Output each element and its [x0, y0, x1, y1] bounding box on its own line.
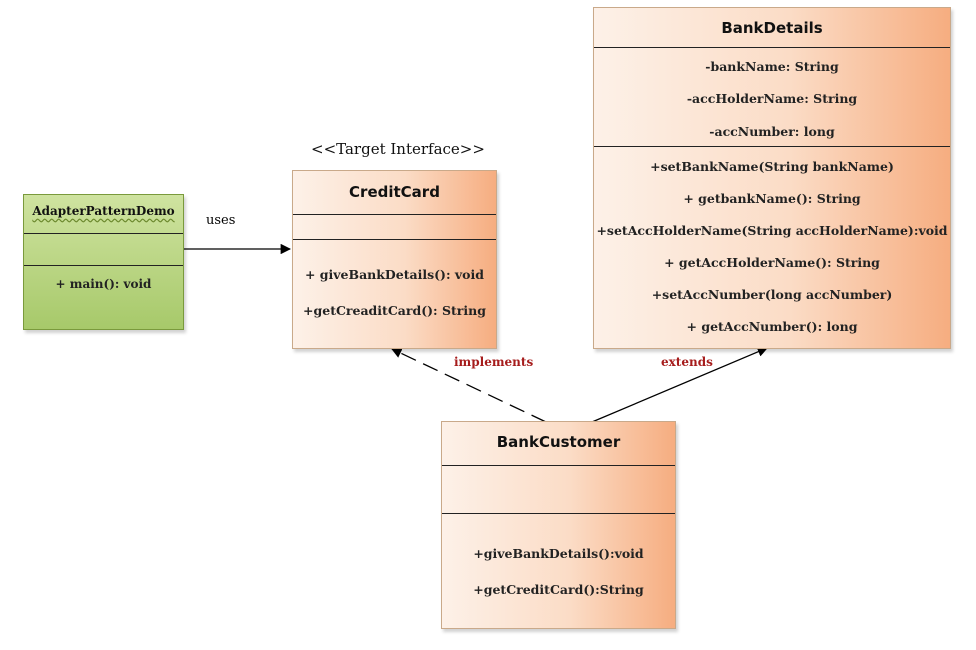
method: +getCreaditCard(): String — [303, 303, 486, 318]
divider — [442, 465, 675, 466]
class-name: AdapterPatternDemo — [32, 204, 175, 218]
divider — [293, 214, 496, 215]
divider — [594, 47, 950, 48]
class-name: BankCustomer — [496, 433, 621, 451]
attribute: -accNumber: long — [709, 124, 835, 139]
divider — [442, 513, 675, 514]
method: + main(): void — [55, 277, 152, 291]
divider — [594, 146, 950, 147]
implements-arrow — [391, 348, 547, 423]
divider — [24, 233, 183, 234]
class-name: CreditCard — [349, 183, 440, 201]
stereotype-label: <<Target Interface>> — [311, 140, 485, 158]
bank-details-class: BankDetails -bankName: String -accHolder… — [593, 7, 951, 349]
method: + giveBankDetails(): void — [304, 267, 485, 282]
bank-customer-class: BankCustomer +giveBankDetails():void +ge… — [441, 421, 676, 629]
method: +getCreditCard():String — [473, 582, 644, 597]
divider — [293, 239, 496, 240]
method: +setAccNumber(long accNumber) — [651, 287, 893, 302]
method: +setAccHolderName(String accHolderName):… — [596, 223, 948, 238]
method: +setBankName(String bankName) — [650, 159, 894, 174]
adapter-pattern-demo-class: AdapterPatternDemo + main(): void — [23, 194, 184, 330]
attribute: -bankName: String — [705, 59, 839, 74]
extends-label: extends — [661, 355, 713, 369]
attribute: -accHolderName: String — [686, 91, 858, 106]
implements-label: implements — [454, 355, 534, 369]
method: + getbankName(): String — [683, 191, 861, 206]
method: + getAccNumber(): long — [686, 319, 858, 334]
divider — [24, 265, 183, 266]
uses-label: uses — [206, 213, 236, 228]
class-name: BankDetails — [721, 19, 823, 37]
method: +giveBankDetails():void — [473, 546, 644, 561]
credit-card-class: CreditCard + giveBankDetails(): void +ge… — [292, 170, 497, 349]
method: + getAccHolderName(): String — [664, 255, 880, 270]
extends-arrow — [591, 346, 768, 423]
